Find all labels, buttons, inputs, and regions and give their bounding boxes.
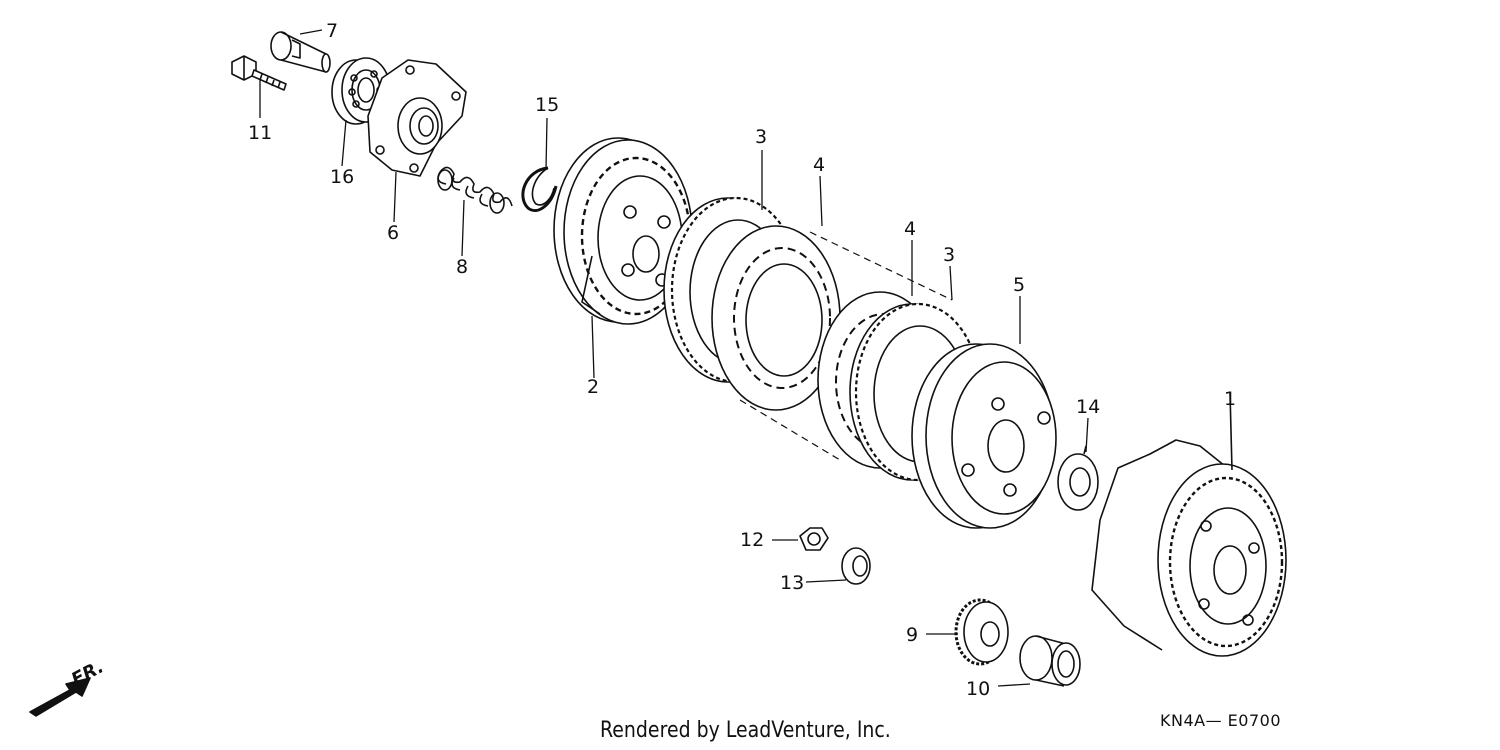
callout-14: 14 — [1076, 396, 1101, 418]
callout-15: 15 — [535, 94, 560, 116]
callout-8: 8 — [456, 256, 469, 278]
callout-7: 7 — [326, 20, 339, 42]
front-direction-arrow — [29, 677, 91, 717]
part-10-bushing — [1019, 635, 1081, 687]
callout-6: 6 — [387, 222, 400, 244]
callout-4-left: 4 — [813, 154, 826, 176]
part-4-clutch-plate-left — [711, 225, 841, 411]
part-2-drive-plate — [553, 137, 693, 325]
part-9-gear — [954, 598, 1009, 666]
callout-4-right: 4 — [904, 218, 917, 240]
callout-13: 13 — [780, 572, 805, 594]
leader-lines — [259, 29, 1089, 687]
part-1-clutch-outer — [1091, 391, 1287, 657]
alignment-lines — [739, 231, 953, 461]
part-11-bolt — [231, 55, 287, 91]
callout-12: 12 — [740, 529, 765, 551]
callout-3-right: 3 — [943, 244, 956, 266]
part-12-nut — [799, 527, 829, 551]
callout-5: 5 — [1013, 274, 1026, 296]
callout-16: 16 — [330, 166, 355, 188]
render-credit: Rendered by LeadVenture, Inc. — [600, 718, 891, 743]
part-6-lifter-plate — [367, 59, 467, 177]
part-8-spring — [437, 166, 513, 214]
part-7-collar-bolt — [270, 31, 331, 73]
part-5-pressure-plate — [911, 343, 1057, 529]
callout-10: 10 — [966, 678, 991, 700]
part-14-lock-washer — [1057, 445, 1099, 511]
diagram-code: KN4A— E0700 — [1160, 711, 1281, 730]
callout-3-left: 3 — [755, 126, 768, 148]
callout-9: 9 — [906, 624, 919, 646]
callout-1: 1 — [1224, 388, 1237, 410]
part-13-washer — [841, 547, 871, 585]
callout-11: 11 — [248, 122, 273, 144]
part-15-circlip — [521, 166, 558, 212]
callout-2: 2 — [587, 376, 600, 398]
